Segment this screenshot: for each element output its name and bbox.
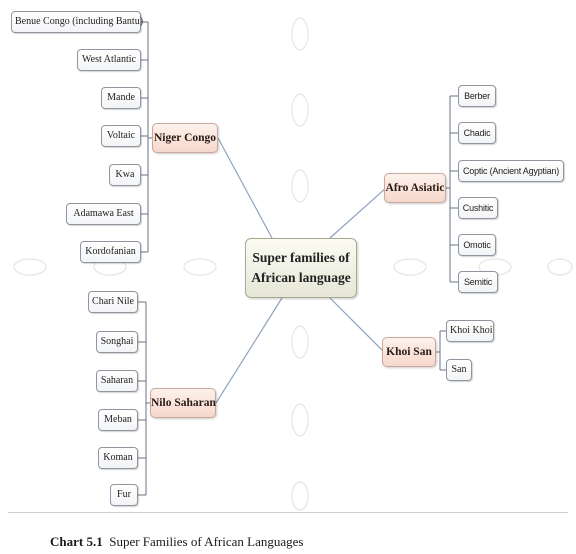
leaf-saharan: Saharan [96, 370, 138, 392]
leaf-chari-nile: Chari Nile [88, 291, 138, 313]
leaf-kwa: Kwa [109, 164, 141, 186]
leaf-coptic: Coptic (Ancient Agyptian) [458, 160, 564, 182]
leaf-berber: Berber [458, 85, 496, 107]
leaf-san: San [446, 359, 472, 381]
leaf-fur: Fur [110, 484, 138, 506]
leaf-meban: Meban [98, 409, 138, 431]
group-khoi-san: Khoi San [382, 337, 436, 367]
leaf-khoi-khoi: Khoi Khoi [446, 320, 494, 342]
central-title-line2: African language [251, 270, 351, 285]
central-node: Super families of African language [245, 238, 357, 298]
language-mind-map: Benue Congo (including Bantu) West Atlan… [11, 11, 573, 511]
group-niger-congo: Niger Congo [152, 123, 218, 153]
caption-number: Chart 5.1 [50, 534, 103, 549]
leaf-kordofanian: Kordofanian [80, 241, 141, 263]
leaf-mande: Mande [101, 87, 141, 109]
leaf-cushitic: Cushitic [458, 197, 498, 219]
leaf-chadic: Chadic [458, 122, 496, 144]
group-afro-asiatic: Afro Asiatic [384, 173, 446, 203]
leaf-koman: Koman [98, 447, 138, 469]
connector-lines [13, 17, 573, 511]
leaf-benue-congo: Benue Congo (including Bantu) [11, 11, 143, 33]
leaf-adamawa-east: Adamawa East [66, 203, 141, 225]
group-nilo-saharan: Nilo Saharan [150, 388, 216, 418]
leaf-west-atlantic: West Atlantic [77, 49, 141, 71]
khoi-san-bracket [436, 330, 446, 371]
central-title-line1: Super families of [252, 250, 350, 265]
caption-divider [8, 512, 568, 513]
main-connectors [215, 137, 387, 404]
leaf-semitic: Semitic [458, 271, 498, 293]
caption-text: Super Families of African Languages [109, 534, 304, 549]
afro-asiatic-bracket [446, 95, 458, 283]
leaf-omotic: Omotic [458, 234, 496, 256]
leaf-voltaic: Voltaic [101, 125, 141, 147]
niger-congo-bracket [141, 21, 152, 253]
nilo-saharan-bracket [138, 301, 150, 496]
leaf-songhai: Songhai [96, 331, 138, 353]
figure-caption: Chart 5.1 Super Families of African Lang… [50, 534, 303, 550]
